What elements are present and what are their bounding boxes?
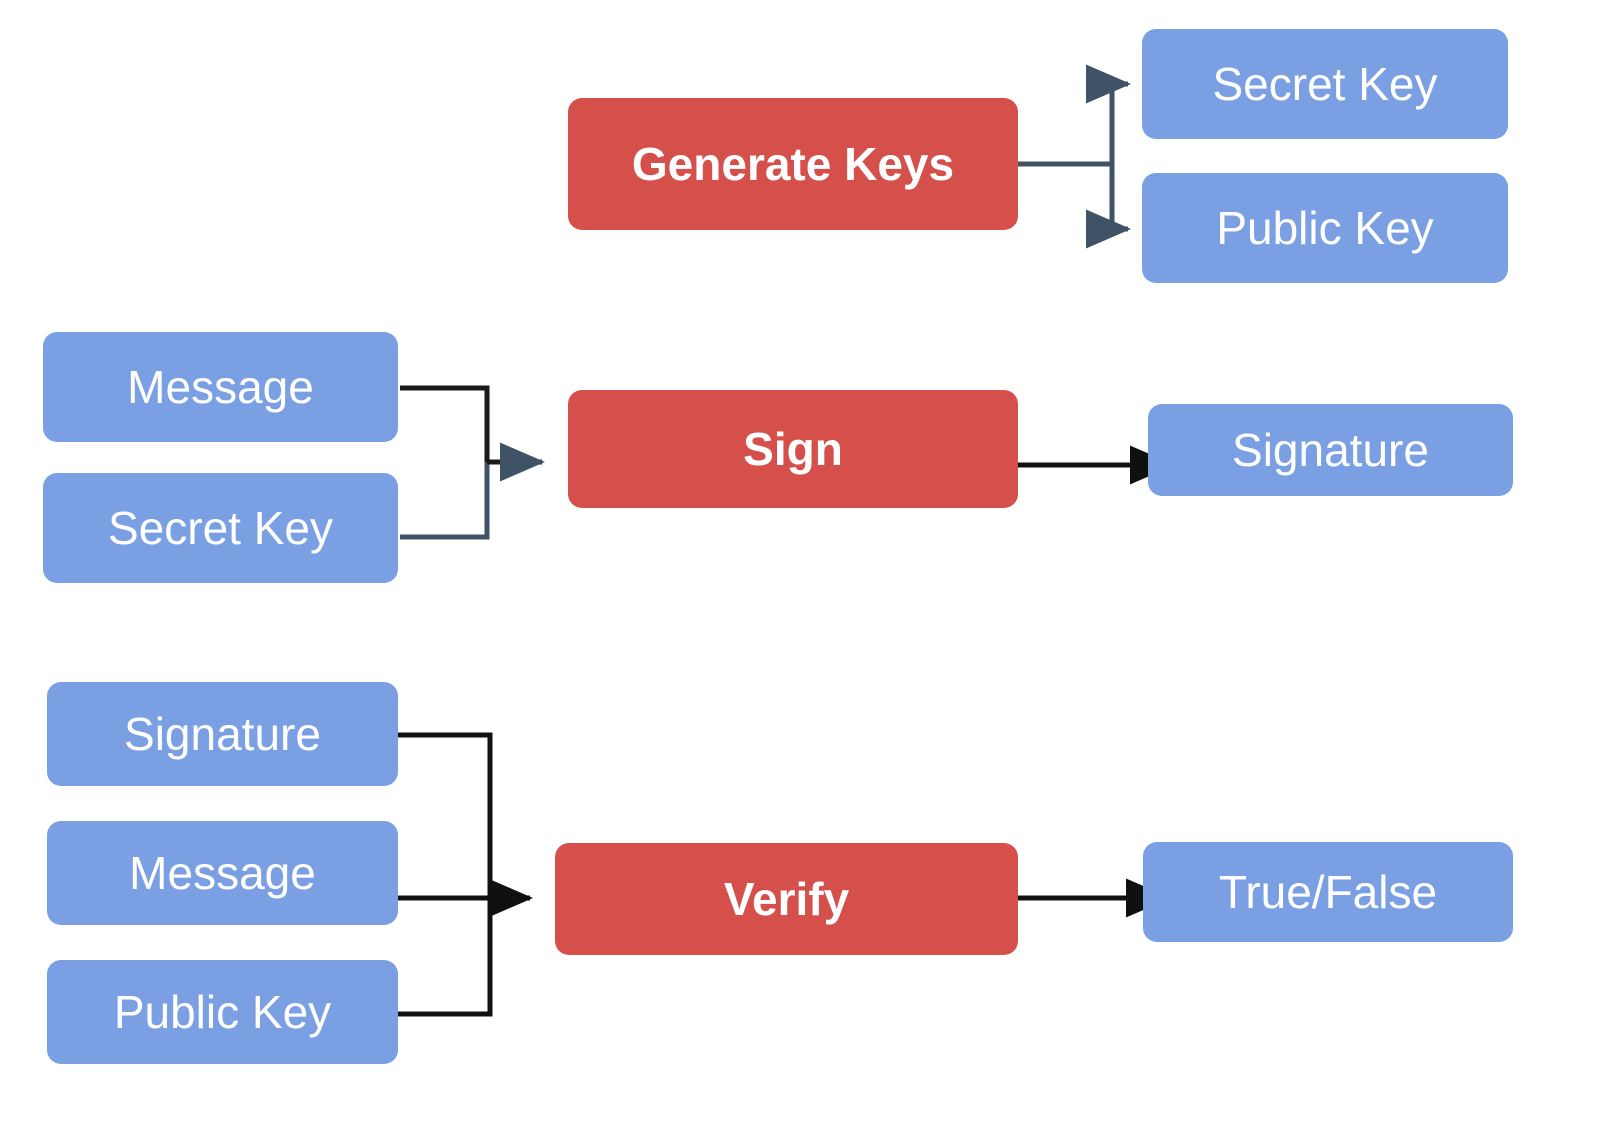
node-verify-output[interactable]: True/False (1143, 842, 1513, 942)
node-verify-input-message-label: Message (129, 846, 316, 899)
node-secret-key-output[interactable]: Secret Key (1142, 29, 1508, 139)
node-generate-keys[interactable]: Generate Keys (568, 98, 1018, 230)
node-signature-output-label: Signature (1232, 423, 1429, 476)
node-verify-output-label: True/False (1218, 865, 1438, 918)
node-sign-input-message[interactable]: Message (43, 332, 398, 442)
node-verify-input-public-key-label: Public Key (113, 985, 332, 1038)
edge-inputs-to-verify (398, 732, 534, 1017)
node-sign-input-secret-key[interactable]: Secret Key (43, 473, 398, 583)
node-sign[interactable]: Sign (568, 390, 1018, 508)
node-verify-input-public-key[interactable]: Public Key (47, 960, 398, 1064)
node-verify-label: Verify (723, 872, 850, 925)
node-verify-input-signature-label: Signature (124, 707, 321, 760)
edge-inputs-to-sign (400, 385, 546, 540)
node-signature-output[interactable]: Signature (1148, 404, 1513, 496)
edge-generatekeys-to-keys (1018, 64, 1132, 249)
node-public-key-output-label: Public Key (1216, 201, 1434, 254)
node-generate-keys-label: Generate Keys (631, 137, 955, 190)
node-verify[interactable]: Verify (555, 843, 1018, 955)
node-public-key-output[interactable]: Public Key (1142, 173, 1508, 283)
node-verify-input-signature[interactable]: Signature (47, 682, 398, 786)
node-sign-label: Sign (743, 422, 843, 475)
node-secret-key-output-label: Secret Key (1212, 57, 1438, 110)
node-verify-input-message[interactable]: Message (47, 821, 398, 925)
node-sign-input-secret-key-label: Secret Key (108, 501, 333, 554)
node-sign-input-message-label: Message (127, 360, 314, 413)
